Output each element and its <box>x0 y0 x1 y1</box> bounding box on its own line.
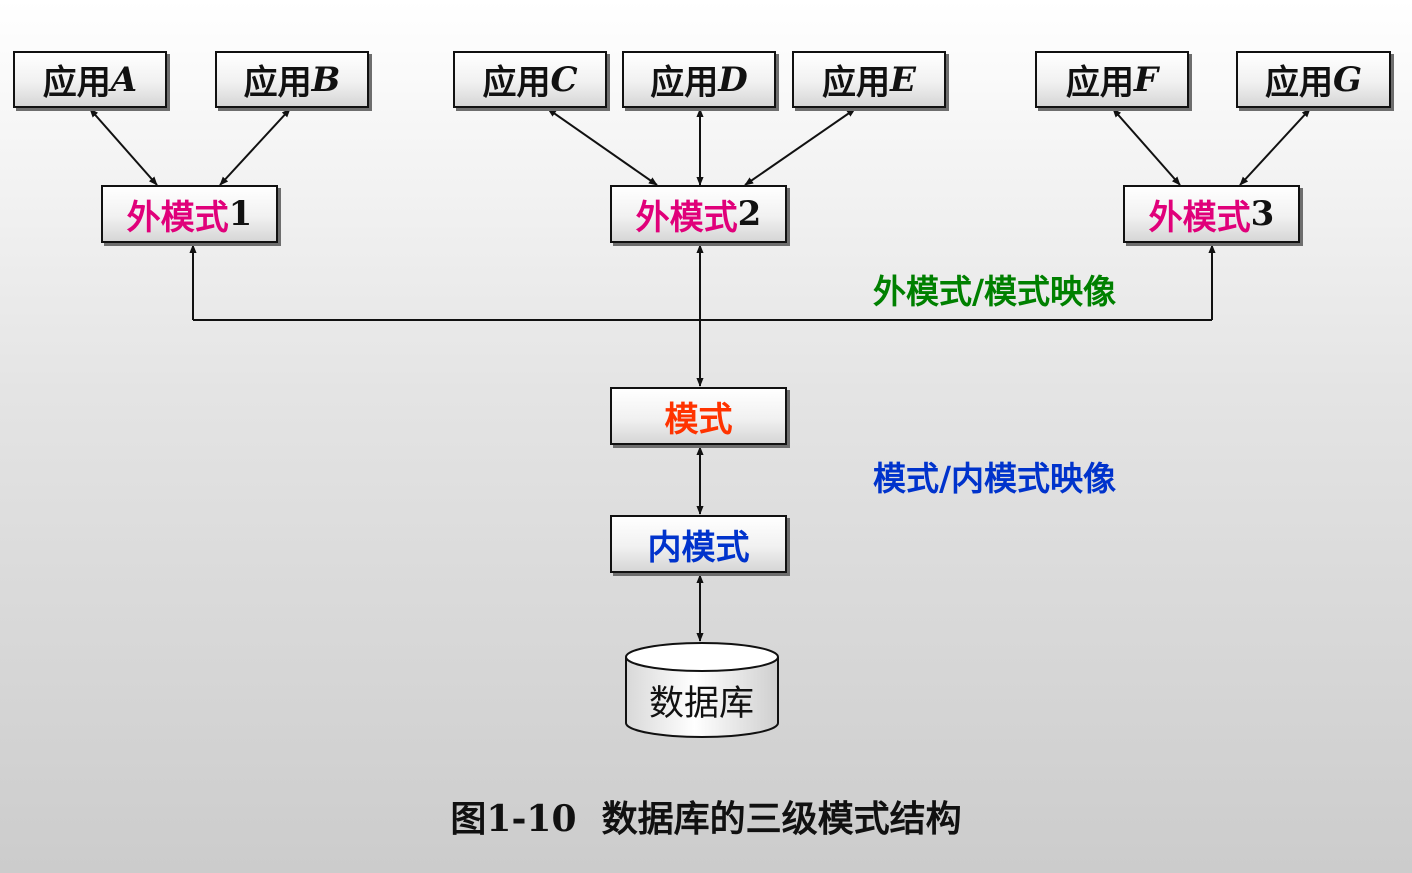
external-schema-mapping-label: 外模式/模式映像 <box>873 272 1117 311</box>
application-g-letter: G <box>1332 59 1363 100</box>
application-a-prefix: 应用 <box>42 63 111 103</box>
application-a-letter: A <box>110 59 138 100</box>
application-c-letter: C <box>550 59 578 100</box>
external-schema-1-label: 外模式 <box>126 197 229 238</box>
external-schema-2-label: 外模式 <box>635 197 738 238</box>
internal-schema-box: 内模式 <box>610 515 787 573</box>
application-e-letter: E <box>890 59 916 100</box>
arrow-appA-ext1 <box>89 108 158 186</box>
external-schema-3-number: 3 <box>1250 194 1275 234</box>
arrow-appF-ext3 <box>1112 108 1181 186</box>
application-d-prefix: 应用 <box>650 63 719 103</box>
arrow-appG-ext3 <box>1239 108 1311 186</box>
external-schema-3-label: 外模式 <box>1148 197 1251 238</box>
external-schema-1-number: 1 <box>228 194 253 234</box>
internal-schema-label: 内模式 <box>647 527 750 568</box>
schema-internal-mapping-label: 模式/内模式映像 <box>873 459 1117 498</box>
application-e-prefix: 应用 <box>822 63 891 103</box>
application-c-prefix: 应用 <box>482 63 551 103</box>
figure-caption: 图1-10 数据库的三级模式结构 <box>450 798 962 840</box>
arrow-appE-ext2 <box>744 108 856 186</box>
schema-label: 模式 <box>664 399 733 440</box>
arrow-appB-ext1 <box>219 108 291 186</box>
application-f-prefix: 应用 <box>1065 63 1134 103</box>
schema-box: 模式 <box>610 387 787 445</box>
arrow-appC-ext2 <box>547 108 658 186</box>
external-schema-2-number: 2 <box>737 194 762 234</box>
application-d-letter: D <box>718 59 748 100</box>
application-f-letter: F <box>1133 59 1159 100</box>
application-g-prefix: 应用 <box>1264 63 1333 103</box>
database-cylinder-shape <box>625 642 779 738</box>
application-b-letter: B <box>311 59 341 100</box>
database-cylinder: 数据库 <box>623 641 780 739</box>
database-label: 数据库 <box>648 684 754 724</box>
application-b-prefix: 应用 <box>243 63 312 103</box>
